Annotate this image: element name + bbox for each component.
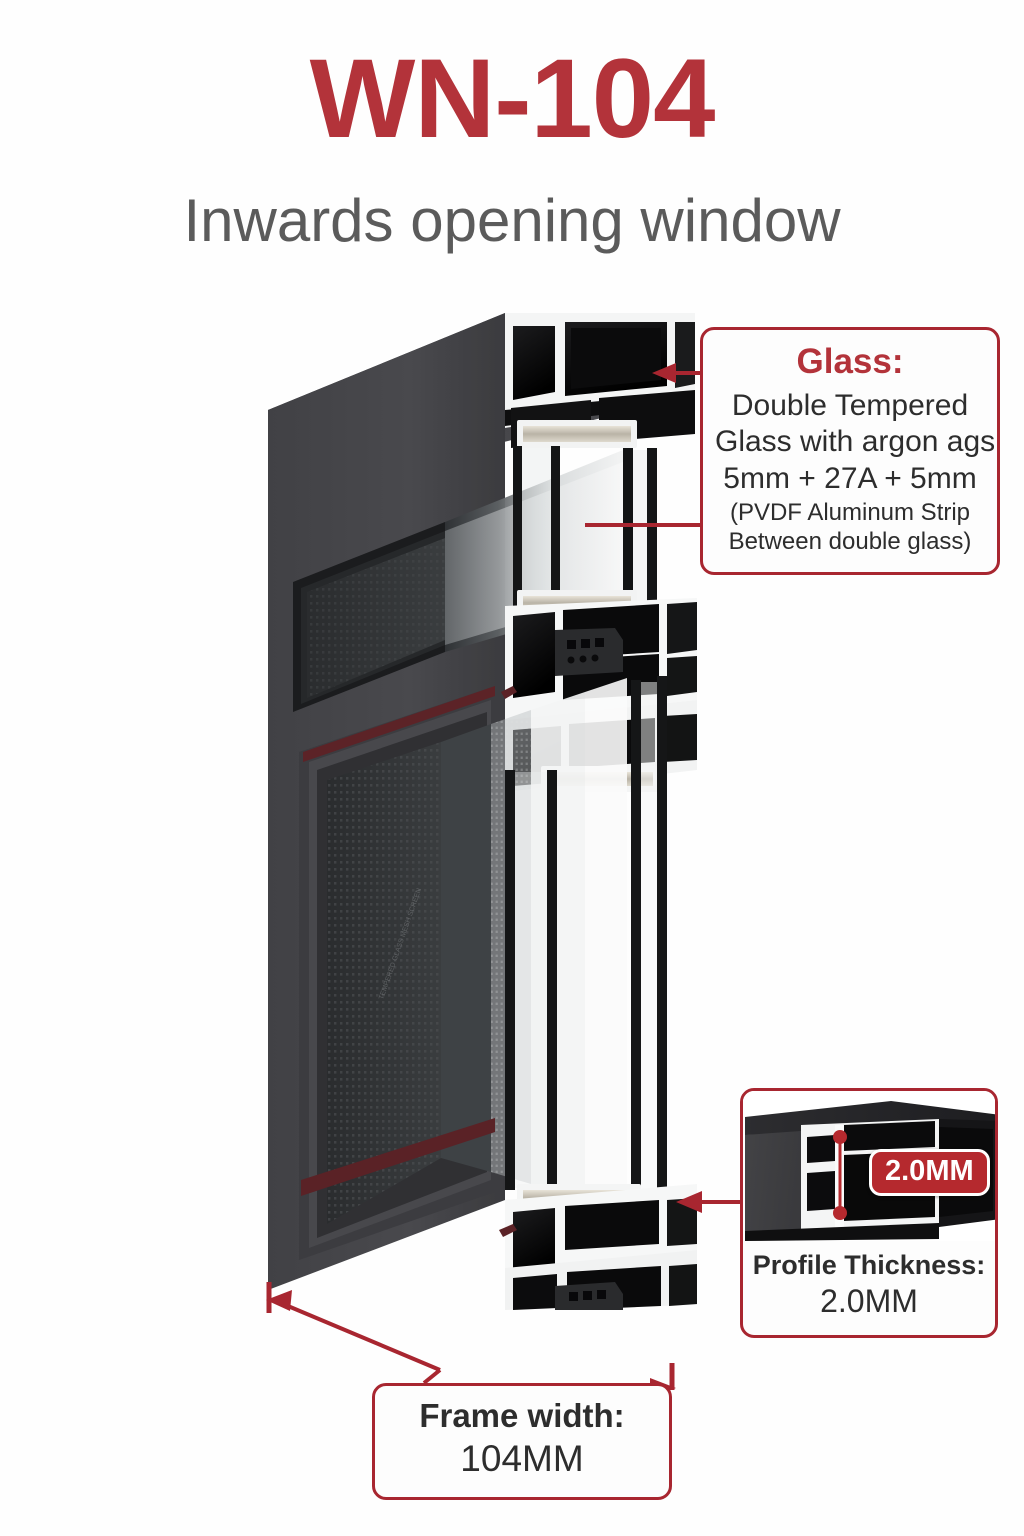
frame-width-label: Frame width: bbox=[419, 1397, 625, 1434]
glass-callout-note-2: Between double glass) bbox=[728, 527, 972, 555]
page-title: WN-104 bbox=[309, 36, 716, 161]
profile-thickness-badge: 2.0MM bbox=[869, 1149, 990, 1196]
glass-callout-line-3: 5mm + 27A + 5mm bbox=[723, 461, 977, 495]
profile-thickness-inset-image: 2.0MM bbox=[743, 1091, 995, 1241]
glass-callout-title: Glass: bbox=[796, 342, 904, 381]
frame-width-value: 104MM bbox=[460, 1438, 584, 1480]
glass-callout: Glass: Double Tempered Glass with argon … bbox=[700, 327, 1000, 576]
frame-width-callout: Frame width: 104MM bbox=[372, 1383, 672, 1500]
profile-thickness-caption: Profile Thickness: 2.0MM bbox=[743, 1241, 995, 1335]
profile-thickness-label: Profile Thickness: bbox=[752, 1250, 986, 1280]
page-subtitle: Inwards opening window bbox=[183, 187, 841, 254]
product-image: TEMPERED GLASS MESH SCREEN bbox=[255, 300, 705, 1310]
glass-callout-note-1: (PVDF Aluminum Strip bbox=[729, 498, 971, 526]
glass-callout-line-2: Glass with argon ags bbox=[715, 425, 996, 459]
profile-thickness-value: 2.0MM bbox=[820, 1283, 918, 1320]
profile-thickness-callout: 2.0MM Profile Thickness: 2.0MM bbox=[740, 1088, 998, 1338]
glass-callout-line-1: Double Tempered bbox=[731, 388, 969, 422]
